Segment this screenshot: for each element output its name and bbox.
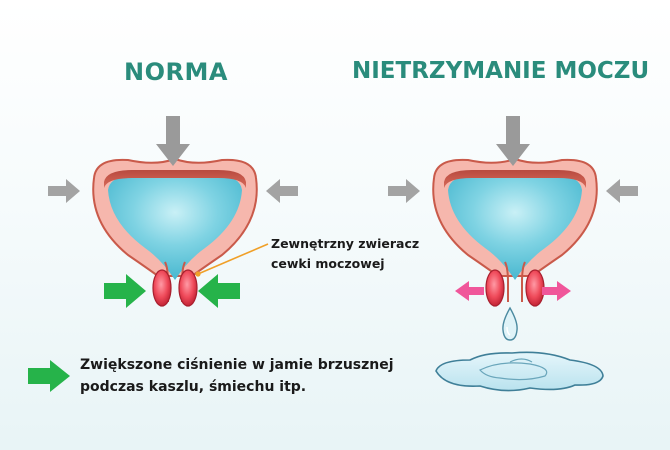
incontinence-sphincter-left [485, 269, 505, 307]
normal-pressure-arrow-left [48, 179, 80, 203]
closing-arrow-right [198, 274, 240, 308]
green-arrow-icon [28, 360, 70, 392]
weak-arrow-left [455, 281, 484, 301]
incontinence-sphincter-right [525, 269, 545, 307]
incontinence-title: NIETRZYMANIE MOCZU [352, 58, 650, 84]
weak-arrow-right [542, 281, 571, 301]
normal-pressure-arrow-top [156, 116, 190, 166]
incontinence-pressure-arrow-right [606, 179, 638, 203]
incontinence-pressure-arrow-left [388, 179, 420, 203]
legend-line2: podczas kaszlu, śmiechu itp. [80, 379, 307, 395]
incontinence-pressure-arrow-top [496, 116, 530, 166]
normal-sphincter-left [152, 269, 172, 307]
normal-pressure-arrow-right [266, 179, 298, 203]
legend-text: Zwiększone ciśnienie w jamie brzusznej p… [80, 354, 394, 398]
normal-sphincter-right [178, 269, 198, 307]
sphincter-label: Zewnętrzny zwieracz cewki moczowej [271, 234, 419, 274]
puddle [435, 351, 604, 392]
droplet-icon [502, 306, 518, 341]
normal-bladder [92, 158, 258, 303]
legend-line1: Zwiększone ciśnienie w jamie brzusznej [80, 357, 394, 373]
sphincter-leader-line [195, 243, 269, 277]
incontinence-bladder [432, 158, 598, 303]
normal-title: NORMA [124, 58, 228, 86]
sphincter-label-line1: Zewnętrzny zwieracz [271, 236, 420, 251]
sphincter-label-line2: cewki moczowej [271, 256, 385, 271]
closing-arrow-left [104, 274, 146, 308]
